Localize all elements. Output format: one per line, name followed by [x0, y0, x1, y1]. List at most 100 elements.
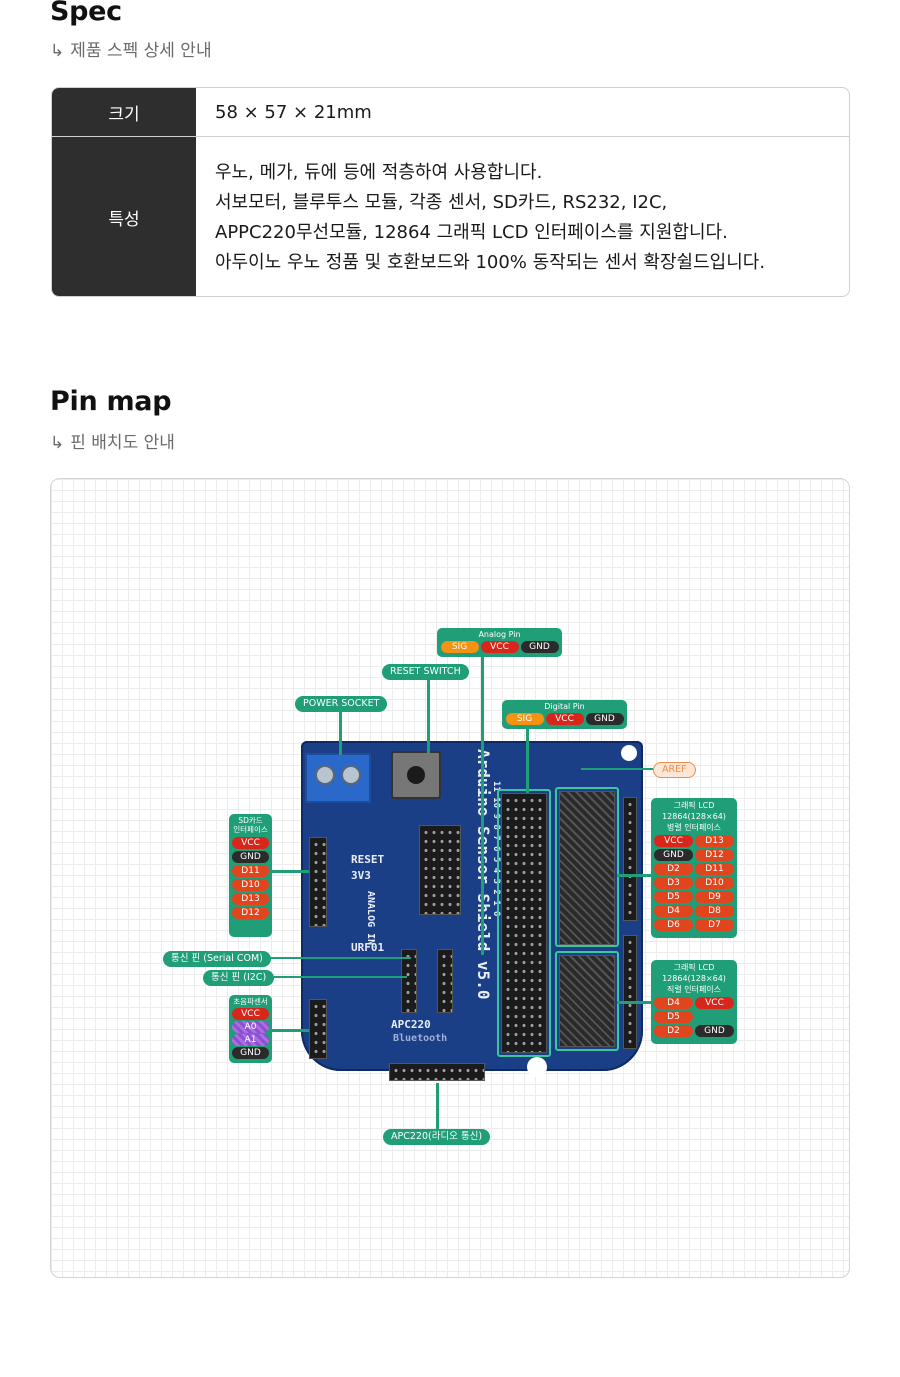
lcd-serial-chip: D5: [654, 1011, 693, 1023]
digital-pin-title: Digital Pin: [544, 702, 585, 711]
power-line: [339, 709, 342, 755]
i2c-line: [267, 976, 407, 978]
lcd-parallel-chip: D5: [654, 891, 693, 903]
lcd-parallel-chip: D11: [695, 863, 734, 875]
lcd-parallel-highlight: [555, 787, 619, 947]
board-apc220-label: APC220: [391, 1018, 431, 1031]
sd-chip-vcc: VCC: [232, 837, 269, 849]
gnd-chip: GND: [585, 713, 624, 725]
lcd-parallel-chip: D2: [654, 863, 693, 875]
spec-value-features: 우노, 메가, 듀에 등에 적층하여 사용합니다. 서보모터, 블루투스 모듈,…: [215, 137, 839, 296]
spec-label-features: 특성: [52, 137, 196, 296]
analog-pin-label: Analog Pin SIG VCC GND: [437, 628, 562, 657]
lcd-serial-chip: VCC: [695, 997, 734, 1009]
power-socket-label: POWER SOCKET: [295, 696, 388, 712]
board-analog-in-label: ANALOG IN: [365, 891, 376, 946]
sd-card-title: SD카드 인터페이스: [233, 816, 268, 834]
lcd-serial-row: D5: [654, 1011, 734, 1023]
sd-chip-d10: D10: [232, 879, 269, 891]
spec-value-size: 58 × 57 × 21mm: [215, 101, 372, 123]
reset-line: [427, 677, 430, 753]
mount-hole-icon: [621, 745, 637, 761]
sd-chip-d12: D12: [232, 907, 269, 919]
screw-icon: [315, 765, 335, 785]
button-cap-icon: [407, 766, 425, 784]
lcd-parallel-chip: VCC: [654, 835, 693, 847]
sd-header: [309, 837, 327, 927]
sensor-shield-board: Arduino Sensor Shield v5.0 RESET 3V3 URF…: [301, 741, 643, 1081]
lcd-parallel-chip: D8: [695, 905, 734, 917]
lcd-parallel-chip: D10: [695, 877, 734, 889]
ultrasonic-title: 초음파센서: [233, 997, 268, 1006]
digital-pin-highlight: [497, 789, 551, 1057]
spec-subtitle: ↳제품 스펙 상세 안내: [50, 36, 212, 61]
sig-chip: SIG: [505, 713, 544, 725]
lcd-parallel-chip: D6: [654, 919, 693, 931]
vcc-chip: VCC: [545, 713, 584, 725]
spec-subtitle-text: 제품 스펙 상세 안내: [70, 41, 212, 61]
lcd-parallel-chip: D12: [695, 849, 734, 861]
analog-line: [481, 655, 484, 955]
pinmap-title: Pin map: [50, 386, 172, 417]
lcd-serial-title: 그래픽 LCD 12864(128×64) 직렬 인터페이스: [662, 963, 726, 994]
spec-row-features: 특성 우노, 메가, 듀에 등에 적층하여 사용합니다. 서보모터, 블루투스 …: [52, 137, 849, 296]
sd-line: [271, 870, 309, 873]
aref-label: AREF: [653, 762, 696, 778]
board-3v3-label: 3V3: [351, 869, 371, 882]
lcd-serial-header: [559, 955, 615, 1047]
lcd-parallel-chip: D13: [695, 835, 734, 847]
lcd-parallel-chip: D4: [654, 905, 693, 917]
ultra-chip-vcc: VCC: [232, 1008, 269, 1020]
ultra-chip-a0: A0: [232, 1021, 269, 1033]
ultrasonic-label: 초음파센서 VCC A0 A1 GND: [229, 995, 272, 1063]
feature-line: 아두이노 우노 정품 및 호환보드와 100% 동작되는 센서 확장쉴드입니다.: [215, 251, 766, 273]
com-header: [437, 949, 453, 1013]
i2c-label: 통신 핀 (I2C): [203, 970, 275, 986]
spec-row-size: 크기 58 × 57 × 21mm: [52, 88, 849, 137]
vcc-chip: VCC: [480, 641, 519, 653]
right-edge-header: [623, 935, 637, 1049]
power-terminal: [305, 753, 371, 803]
serial-line: [261, 957, 411, 959]
lcd-parallel-chip: D3: [654, 877, 693, 889]
board-bluetooth-label: Bluetooth: [393, 1033, 448, 1044]
analog-header: [419, 825, 461, 915]
spec-table: 크기 58 × 57 × 21mm 특성 우노, 메가, 듀에 등에 적층하여 …: [51, 87, 850, 297]
spec-label-size: 크기: [52, 88, 196, 136]
reset-switch-label: RESET SWITCH: [382, 664, 469, 680]
feature-line: 우노, 메가, 듀에 등에 적층하여 사용합니다.: [215, 161, 543, 183]
urf01-header: [309, 999, 327, 1059]
ultra-chip-gnd: GND: [232, 1047, 269, 1059]
sd-chip-d11: D11: [232, 865, 269, 877]
pinmap-subtitle-text: 핀 배치도 안내: [70, 433, 175, 453]
ultra-chip-a1: A1: [232, 1034, 269, 1046]
sig-chip: SIG: [440, 641, 479, 653]
lcd-serial-chip: GND: [695, 1025, 734, 1037]
ultra-line: [271, 1029, 309, 1032]
analog-pin-title: Analog Pin: [478, 630, 521, 639]
sd-chip-d13: D13: [232, 893, 269, 905]
board-reset-label: RESET: [351, 853, 385, 866]
lcd-parallel-chip: D9: [695, 891, 734, 903]
lcd-serial-chip: D2: [654, 1025, 693, 1037]
digital-pin-label: Digital Pin SIG VCC GND: [502, 700, 627, 729]
lcd-serial-chip: [695, 1011, 734, 1023]
digital-line: [526, 727, 529, 793]
right-edge-header: [623, 797, 637, 921]
lcd-parallel-header: [559, 791, 615, 945]
apc220-label: APC220(라디오 통신): [383, 1129, 491, 1145]
lcd-parallel-title: 그래픽 LCD 12864(128×64) 병렬 인터페이스: [662, 801, 726, 832]
lcd-serial-line: [617, 1001, 653, 1004]
lcd-parallel-chip: D7: [695, 919, 734, 931]
serial-com-label: 통신 핀 (Serial COM): [163, 951, 271, 967]
lcd-parallel-chip: GND: [654, 849, 693, 861]
aref-line: [581, 768, 653, 770]
